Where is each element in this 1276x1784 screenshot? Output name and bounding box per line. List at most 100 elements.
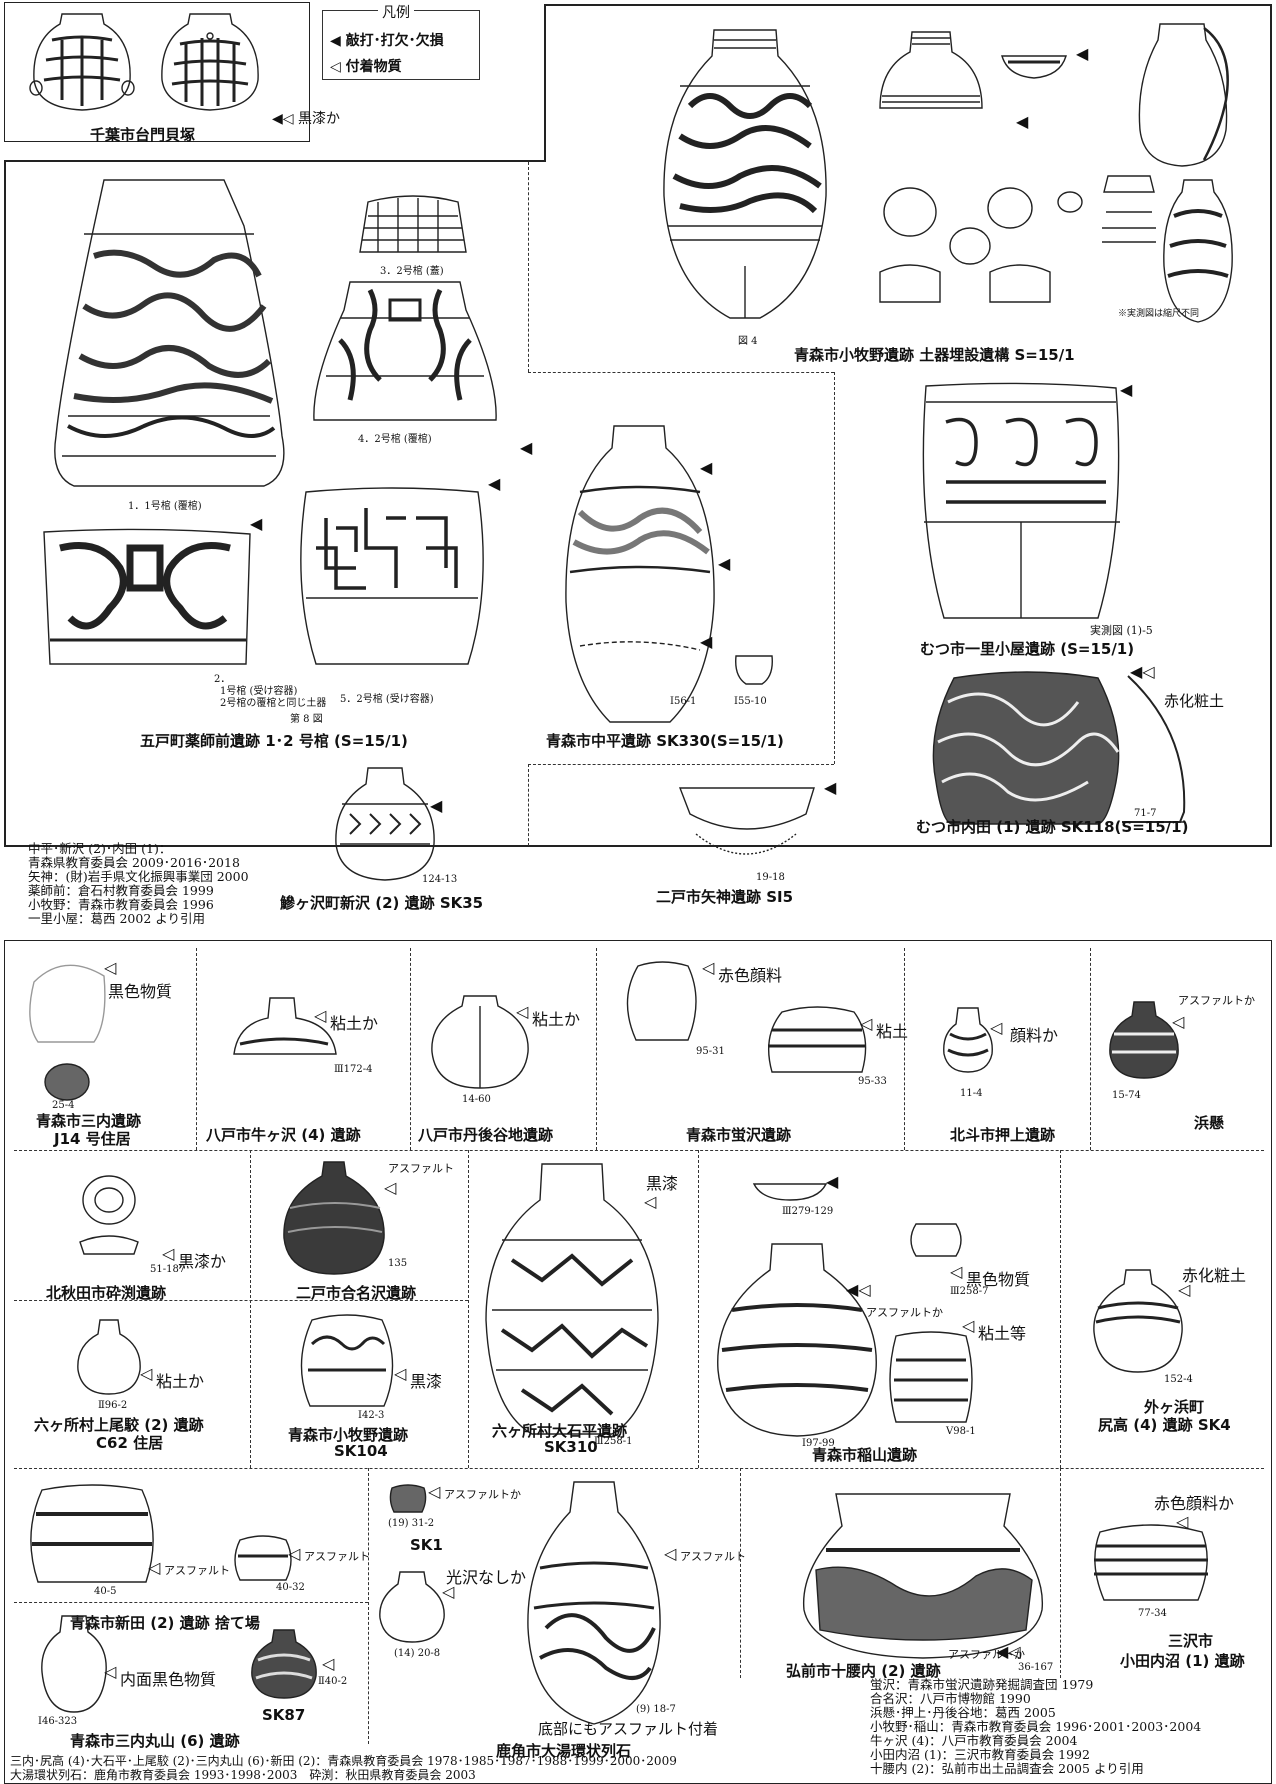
ineyama-pot-1 (752, 1183, 828, 1201)
ref-right-2: 浜懸･押上･丹後谷地：葛西 2005 (870, 1705, 1056, 1720)
chiba-note: ◀◁ 黒漆か (272, 111, 340, 127)
div-h2 (528, 764, 834, 765)
kamiobuchi-note: 粘土か (156, 1372, 205, 1391)
yakushimae-cap4c: 2号棺の覆棺と同じ土器 (220, 698, 327, 709)
ineyama-pot-4 (889, 1331, 973, 1423)
kudakebuchi-note: 黒漆か (178, 1252, 227, 1271)
nitta-pot-2 (234, 1535, 292, 1581)
nitta-site: 青森市新田 (2) 遺跡 捨て場 (70, 1614, 260, 1632)
sannai-note: 黒色物質 (108, 982, 173, 1001)
tokoshinai-note: アスファルトか (948, 1648, 1025, 1661)
nakadaira-mark-2: ◀ (718, 554, 731, 573)
oshiage-mark: ◁ (990, 1018, 1003, 1037)
odanainuma-site1: 三沢市 (1168, 1632, 1214, 1650)
komakino-main-pot (663, 29, 827, 319)
gomyozawa-note: アスファルト (388, 1162, 454, 1175)
oyu-gloss-note: 光沢なしか (446, 1568, 527, 1587)
sannaimaru-site2: SK87 (262, 1706, 306, 1724)
hotaruzawa-pot-1 (626, 961, 697, 1041)
yakushimae-pot-3 (43, 528, 251, 665)
sannai-site2: J14 号住居 (54, 1130, 131, 1148)
kamiobuchi-site2: C62 住居 (96, 1434, 164, 1452)
yakushimae-pot-4 (300, 487, 484, 665)
komakino2-n: I42-3 (358, 1410, 385, 1421)
sannaimaru-site: 青森市三内丸山 (6) 遺跡 (70, 1732, 240, 1750)
nitta-mark-2: ◁ (288, 1544, 301, 1563)
hamakake-note: アスファルトか (1178, 994, 1255, 1007)
yakushimae-pot-lid (359, 195, 467, 253)
oyu-sk1-mark: ◁ (428, 1482, 441, 1501)
b-v5 (1090, 948, 1091, 1150)
kamiobuchi-mark: ◁ (140, 1364, 153, 1383)
div-h1 (528, 372, 834, 373)
gomyozawa-mark: ◁ (384, 1178, 397, 1197)
oyu-gloss-n: (14) 20-8 (394, 1648, 441, 1659)
sannaimaru-n2: Ⅱ40-2 (318, 1676, 348, 1687)
ineyama-note3: 粘土等 (978, 1324, 1027, 1343)
ushigasawa-n: Ⅲ172-4 (334, 1064, 373, 1075)
kamiobuchi-site1: 六ヶ所村上尾駮 (2) 遺跡 (34, 1416, 204, 1434)
tokoshinai-site: 弘前市十腰内 (2) 遺跡 (786, 1662, 941, 1680)
kamiobuchi-n: Ⅱ96-2 (98, 1400, 128, 1411)
top-ref-5: 一里小屋：葛西 2002 より引用 (28, 911, 206, 926)
shiritaka-n: 152-4 (1164, 1374, 1193, 1385)
top-ref-4: 小牧野：青森市教育委員会 1996 (28, 897, 214, 912)
ichirikoya-pot (922, 382, 1120, 619)
ineyama-note2: アスファルトか (866, 1306, 943, 1319)
komakino-pot-4a (1102, 175, 1156, 243)
sannaimaru-mark-2: ◁ (322, 1654, 335, 1673)
b-h2 (14, 1468, 1264, 1469)
top-ref-1: 青森県教育委員会 2009･2016･2018 (28, 855, 240, 870)
oyu-sk1-n: (19) 31-2 (388, 1518, 435, 1529)
sannai-n: 25-4 (52, 1100, 75, 1111)
oshiage-n: 11-4 (960, 1088, 983, 1099)
yakushimae-cap4b: 1号棺 (受け容器) (220, 686, 298, 697)
komakino-small-pot-1 (879, 31, 983, 109)
shiritaka-mark: ◁ (1178, 1280, 1191, 1299)
nitta-n: 40-5 (94, 1586, 117, 1597)
odanainuma-note: 赤色顔料か (1154, 1494, 1235, 1513)
hotaruzawa-note2: 粘土 (876, 1022, 909, 1041)
ineyama-n1: Ⅲ279-129 (782, 1206, 834, 1217)
legend-title: 凡例 (378, 2, 414, 22)
odanainuma-n: 77-34 (1138, 1608, 1167, 1619)
sannai-pot (29, 964, 106, 1043)
ushigasawa-pot (233, 997, 337, 1055)
ineyama-n3: I97-99 (802, 1438, 835, 1449)
odanainuma-pot (1094, 1524, 1208, 1601)
shiritaka-site1: 外ヶ浜町 (1144, 1398, 1205, 1416)
ineyama-mark-3: ◀◁ (846, 1280, 871, 1299)
komakino-mark-1: ◀ (1076, 44, 1089, 63)
hamakake-mark: ◁ (1172, 1012, 1185, 1031)
yakushimae-fig: 第 8 図 (290, 714, 323, 725)
hotaruzawa-n: 95-31 (696, 1046, 725, 1057)
oyu-site: 鹿角市大湯環状列石 (496, 1742, 632, 1760)
oyu-main-note: アスファルト (680, 1550, 746, 1563)
ref-bottom-0: 三内･尻高 (4)･大石平･上尾駮 (2)･三内丸山 (6)･新田 (2)：青森… (10, 1754, 677, 1768)
oishitai-pot (485, 1163, 659, 1435)
nakadaira-pot (565, 425, 715, 723)
ref-right-6: 十腰内 (2)：弘前市出土品調査会 2005 より引用 (870, 1761, 1144, 1776)
kudakebuchi-mark: ◁ (162, 1244, 175, 1263)
hamakake-n: 15-74 (1112, 1090, 1141, 1101)
top-frame-line-top (544, 4, 1272, 6)
hotaruzawa-n2: 95-33 (858, 1076, 887, 1087)
ineyama-n2: Ⅲ258-7 (950, 1286, 989, 1297)
komakino-mark-2: ◀ (1016, 112, 1029, 131)
oyu-sk1-note: アスファルトか (444, 1488, 521, 1501)
hamakake-site: 浜懸 (1194, 1114, 1225, 1132)
ichirikoya-site: むつ市一里小屋遺跡 (S=15/1) (920, 640, 1135, 658)
shinsawa-site: 鰺ヶ沢町新沢 (2) 遺跡 SK35 (280, 894, 484, 912)
hotaruzawa-mark-1: ◁ (702, 958, 715, 977)
gomyozawa-n: 135 (388, 1258, 408, 1269)
ref-right-5: 小田内沼 (1)：三沢市教育委員会 1992 (870, 1747, 1090, 1762)
sannaimaru-mark-1: ◁ (104, 1662, 117, 1681)
uchida-n: 71-7 (1134, 808, 1157, 819)
sannai-site1: 青森市三内遺跡 (36, 1112, 142, 1130)
ineyama-note1: 黒色物質 (966, 1270, 1031, 1289)
oyu-main-n: (9) 18-7 (636, 1704, 676, 1715)
chiba-panel (4, 2, 310, 142)
tokoshinai-mark: ◀◁ (996, 1642, 1021, 1661)
ineyama-mark-2: ◁ (950, 1262, 963, 1281)
oyu-sk1-pot (389, 1484, 427, 1513)
